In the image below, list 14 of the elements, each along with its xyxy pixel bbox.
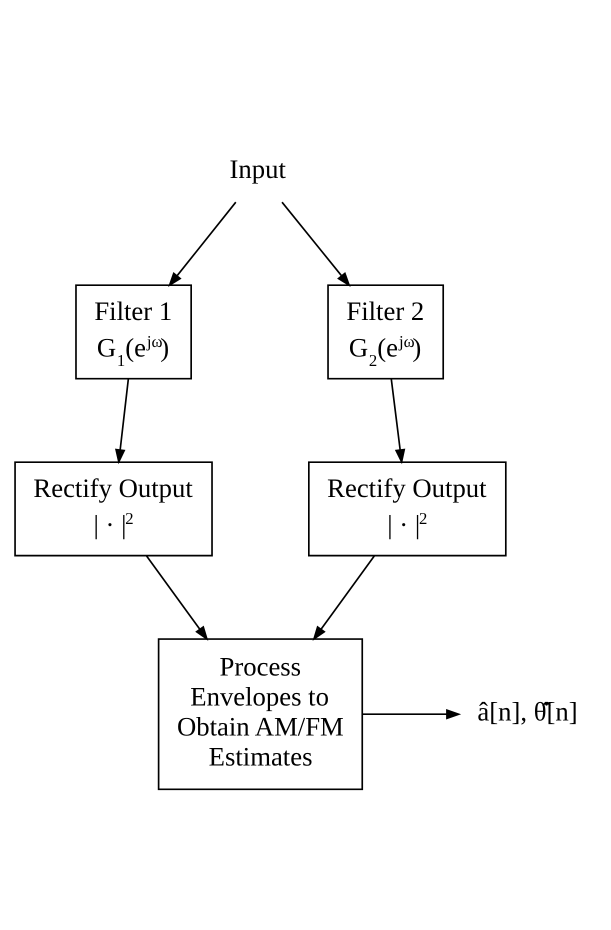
- node-box: Filter 1 G$_{1}$(e$^{jω}$): [75, 284, 192, 380]
- node-text: â[n], θ̇̂[n]: [477, 696, 578, 726]
- node-box: Process Envelopes to Obtain AM/FM Estimates: [158, 638, 364, 790]
- arrow: [312, 554, 376, 640]
- node-box: Rectify Output | · |$^{2}$: [14, 460, 213, 556]
- arrow: [281, 201, 351, 287]
- arrow: [146, 554, 208, 640]
- arrow: [168, 201, 236, 287]
- node-text: Input: [230, 154, 286, 184]
- arrow: [362, 708, 462, 719]
- node-box: Filter 2 G$_{2}$(e$^{jω}$): [327, 284, 444, 380]
- node-box: Rectify Output | · |$^{2}$: [308, 460, 507, 556]
- arrow: [115, 378, 130, 464]
- arrow: [390, 378, 406, 464]
